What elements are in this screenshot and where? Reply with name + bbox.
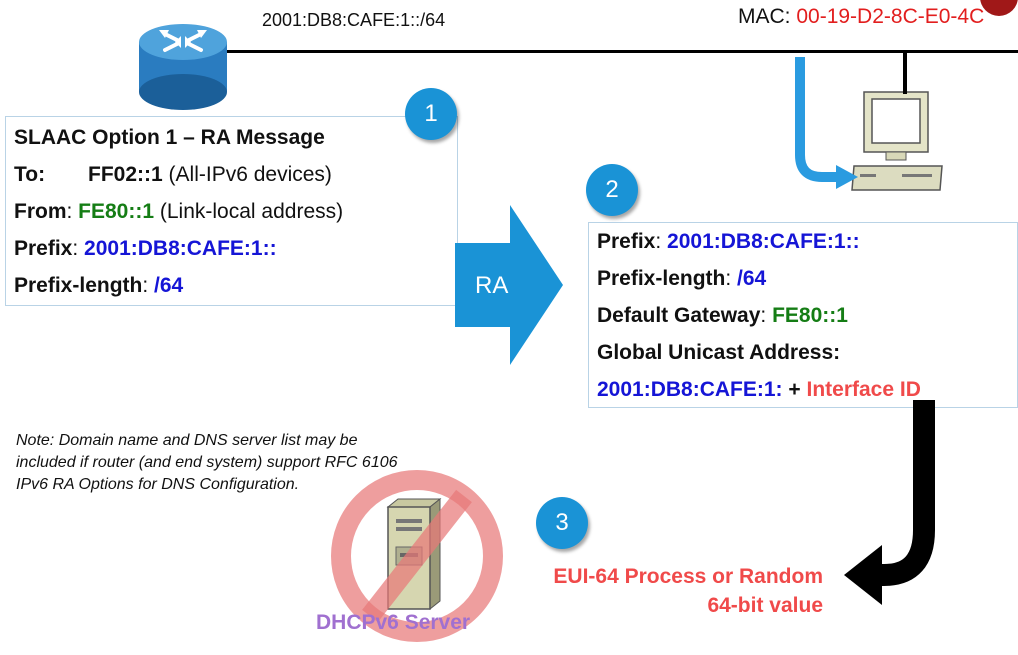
ra-to-row: To: FF02::1 (All-IPv6 devices) [14, 156, 343, 193]
host-prefix-row: Prefix: 2001:DB8:CAFE:1:: [597, 230, 860, 253]
ra-arrow-label: RA [475, 272, 509, 299]
host-gua-plus: + [788, 378, 801, 401]
host-prefix-label: Prefix [597, 230, 656, 253]
ra-from-note: (Link-local address) [159, 200, 344, 223]
host-gua-label: Global Unicast Address: [597, 341, 841, 364]
step-2-badge: 2 [586, 164, 638, 216]
dns-note: Note: Domain name and DNS server list ma… [16, 432, 398, 493]
ra-prefix-value: 2001:DB8:CAFE:1:: [84, 237, 277, 260]
blue-bent-arrow [795, 57, 858, 189]
eui-line-2: 64-bit value [707, 594, 823, 617]
host-gateway-value: FE80::1 [772, 304, 848, 327]
black-bent-arrow [844, 400, 935, 605]
ra-prefix-length-row: Prefix-length: /64 [14, 274, 184, 297]
ra-to-value: FF02::1 [88, 163, 163, 186]
corner-logo [980, 0, 1018, 16]
ra-from-row: From: FE80::1 (Link-local address) [14, 200, 344, 223]
network-segment-line [215, 50, 1018, 53]
prohibition-sign-icon [331, 470, 503, 642]
host-gateway-row: Default Gateway: FE80::1 [597, 304, 848, 327]
mac-label: MAC: [738, 5, 791, 28]
ra-from-label: From [14, 200, 67, 223]
step-1-badge: 1 [405, 88, 457, 140]
ra-to-label: To: [14, 163, 46, 186]
router-icon [139, 24, 227, 110]
ra-prefix-row: Prefix: 2001:DB8:CAFE:1:: [14, 237, 277, 260]
computer-icon [851, 91, 943, 191]
ra-arrow [455, 205, 563, 365]
host-prefix-length-row: Prefix-length: /64 [597, 267, 767, 290]
ra-message-box: SLAAC Option 1 – RA Message To: FF02::1 (… [5, 116, 458, 306]
host-prefix-length-label: Prefix-length [597, 267, 726, 290]
host-prefix-value: 2001:DB8:CAFE:1:: [667, 230, 860, 253]
step-3-badge: 3 [536, 497, 588, 549]
dhcp-server-label: DHCPv6 Server [316, 611, 471, 634]
pc-drop-line [903, 50, 907, 94]
host-gateway-label: Default Gateway [597, 304, 761, 327]
ra-message-title: SLAAC Option 1 – RA Message [14, 126, 325, 149]
host-gua-iid: Interface ID [806, 378, 921, 401]
ra-from-value: FE80::1 [78, 200, 155, 223]
ra-prefix-length-value: /64 [154, 274, 184, 297]
eui-line-1: EUI-64 Process or Random [553, 565, 823, 588]
host-prefix-length-value: /64 [737, 267, 767, 290]
host-info-box: Prefix: 2001:DB8:CAFE:1:: Prefix-length:… [588, 222, 1018, 408]
network-prefix-label: 2001:DB8:CAFE:1::/64 [262, 10, 446, 30]
eui-process-text: EUI-64 Process or Random 64-bit value [500, 562, 823, 620]
mac-value: 00-19-D2-8C-E0-4C [796, 5, 985, 28]
host-gua-row: 2001:DB8:CAFE:1: + Interface ID [597, 371, 921, 408]
ra-prefix-label: Prefix [14, 237, 73, 260]
mac-address: MAC: 00-19-D2-8C-E0-4C [738, 5, 984, 29]
ra-to-note: (All-IPv6 devices) [168, 163, 332, 186]
ra-prefix-length-label: Prefix-length [14, 274, 143, 297]
host-gua-prefix: 2001:DB8:CAFE:1: [597, 378, 783, 401]
